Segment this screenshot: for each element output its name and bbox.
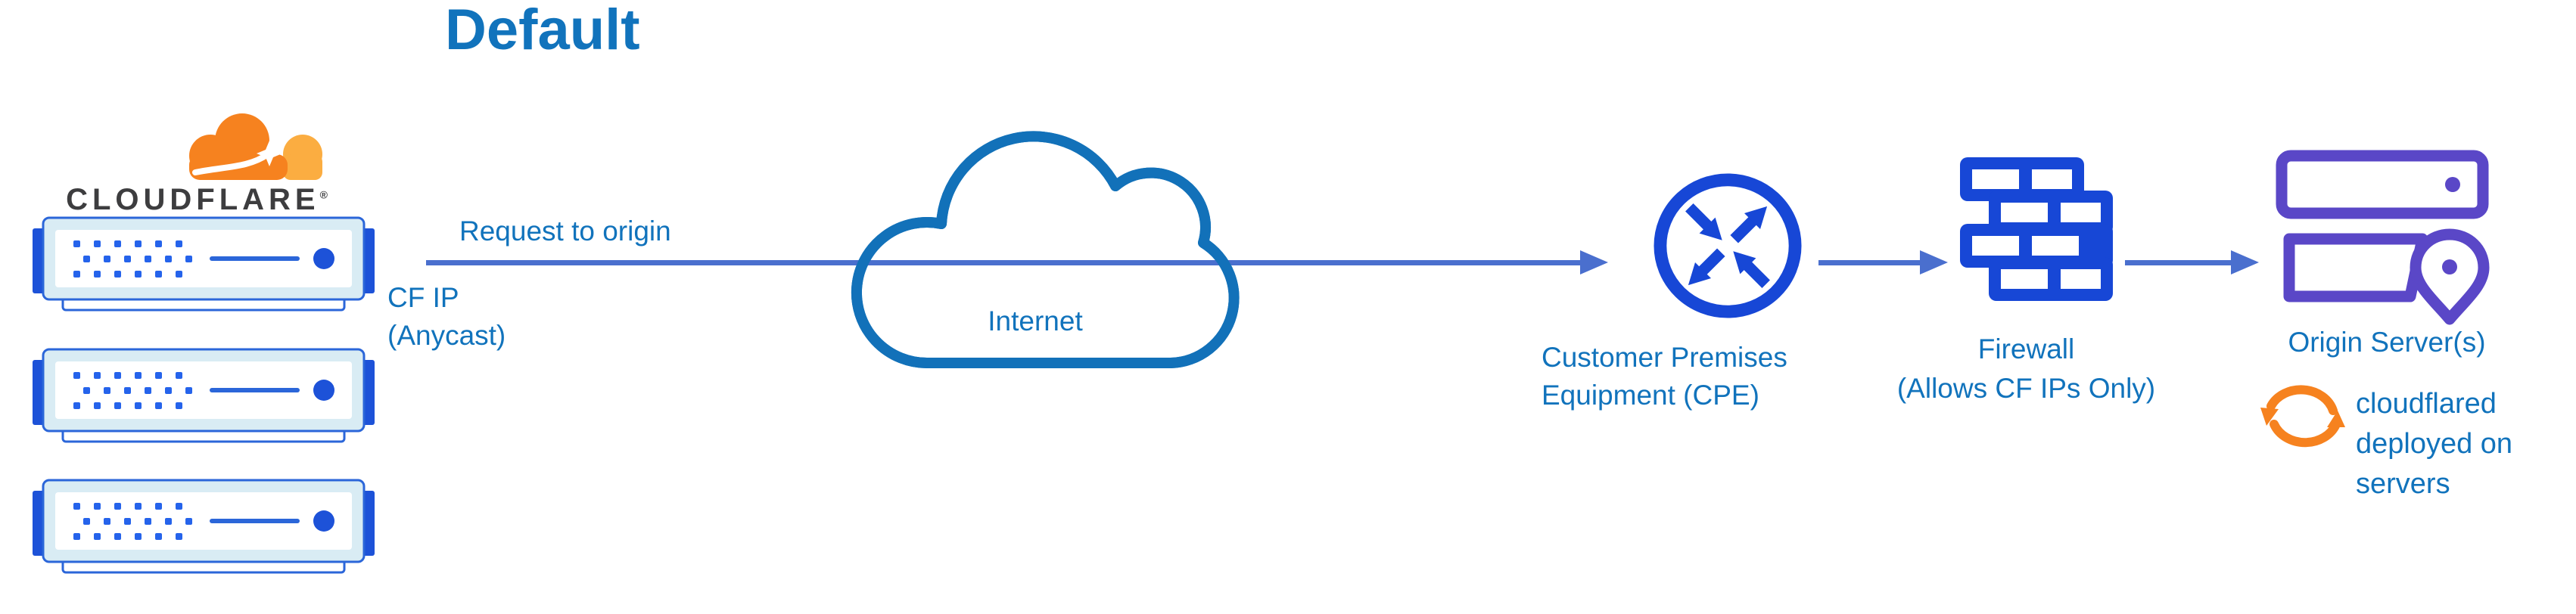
cpe-router-icon	[1654, 173, 1802, 318]
cloudflared-note-line3: servers	[2356, 468, 2450, 500]
arrowhead-into-origin-icon	[2231, 250, 2259, 274]
cpe-label-line2: Equipment (CPE)	[1542, 380, 1759, 411]
flow-line-firewall-to-origin	[2125, 260, 2231, 265]
cf-ip-anycast-label: CF IP (Anycast)	[387, 279, 506, 355]
arrowhead-into-firewall-icon	[1920, 250, 1948, 274]
registered-mark: ®	[319, 188, 328, 201]
wordmark-text: CLOUDFLARE	[66, 183, 320, 216]
cloudflared-note-line1: cloudflared	[2356, 388, 2497, 420]
firewall-label-line1: Firewall	[1977, 333, 2075, 364]
firewall-label-line2: (Allows CF IPs Only)	[1896, 373, 2156, 404]
firewall-icon	[1960, 157, 2113, 301]
origin-server-icon	[2276, 150, 2490, 325]
firewall-label: Firewall (Allows CF IPs Only)	[1877, 330, 2176, 408]
cloudflared-sync-icon	[2260, 385, 2345, 448]
page-title: Default	[445, 0, 640, 62]
cf-ip-line1: CF IP	[387, 282, 459, 313]
flow-line-cpe-to-firewall	[1818, 260, 1920, 265]
cf-ip-line2: (Anycast)	[387, 320, 506, 351]
cloudflared-note: cloudflared deployed on servers	[2356, 384, 2512, 504]
edge-server-icon-3	[33, 479, 375, 574]
internet-label: Internet	[988, 305, 1083, 336]
arrowhead-into-cpe-icon	[1580, 250, 1608, 274]
edge-server-icon-1	[33, 216, 375, 312]
cpe-label: Customer Premises Equipment (CPE)	[1542, 339, 1787, 414]
cpe-label-line1: Customer Premises	[1542, 342, 1787, 373]
origin-server-label: Origin Server(s)	[2288, 327, 2486, 358]
cloudflare-logo-icon	[173, 106, 327, 185]
cloudflare-wordmark: CLOUDFLARE®	[44, 183, 350, 217]
edge-server-icon-2	[33, 348, 375, 443]
cloudflared-note-line2: deployed on	[2356, 428, 2513, 460]
flow-line-edge-to-cpe	[426, 260, 1581, 265]
request-to-origin-label: Request to origin	[459, 216, 671, 247]
